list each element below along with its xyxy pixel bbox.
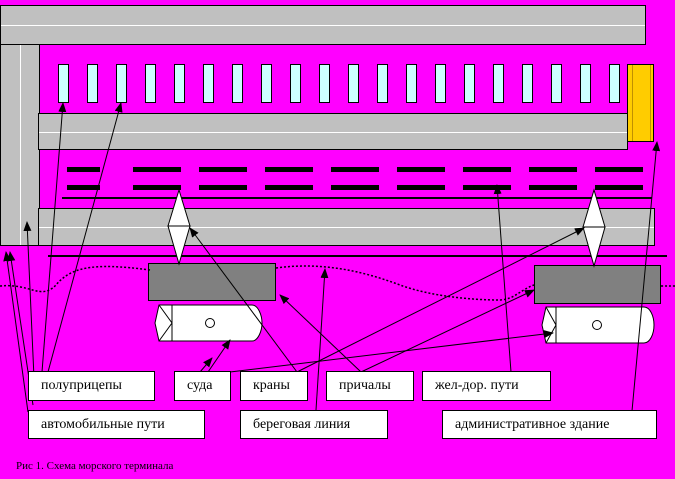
lower-road: [38, 208, 655, 246]
berth-left: [148, 263, 276, 301]
railway-segment: [265, 167, 313, 172]
arrow-berths-right: [360, 289, 535, 373]
label-shoreline: береговая линия: [240, 410, 388, 439]
semi-trailer: [319, 64, 330, 103]
label-railway-tracks-text: жел-дор. пути: [435, 378, 519, 393]
middle-road: [38, 113, 628, 150]
railway-segment: [529, 185, 577, 190]
arrow-ships-left: [207, 339, 231, 373]
railway-segment: [463, 185, 511, 190]
label-road-tracks-text: автомобильные пути: [41, 416, 165, 432]
figure-caption: Рис 1. Схема морского терминала: [16, 460, 174, 472]
semi-trailer: [174, 64, 185, 103]
label-berths-text: причалы: [339, 378, 391, 393]
ship-right: [541, 306, 655, 344]
label-semi-trailers-text: полуприцепы: [41, 378, 122, 393]
semi-trailer: [609, 64, 620, 103]
semi-trailer: [377, 64, 388, 103]
railway-segment: [331, 185, 379, 190]
label-shoreline-text: береговая линия: [253, 416, 351, 432]
label-cranes: краны: [240, 371, 308, 401]
railway-segment: [133, 167, 181, 172]
railway-segment: [595, 185, 643, 190]
railway-segment: [529, 167, 577, 172]
shoreline: [0, 265, 675, 301]
semi-trailer: [203, 64, 214, 103]
semi-trailer: [145, 64, 156, 103]
semi-trailer: [493, 64, 504, 103]
admin-building: [627, 64, 654, 142]
arrow-semi-trailers-2: [47, 102, 123, 373]
railway-segment: [331, 167, 379, 172]
railway-segment: [199, 185, 247, 190]
semi-trailer: [232, 64, 243, 103]
railway-segment: [133, 185, 181, 190]
railway-segment: [67, 185, 100, 190]
semi-trailer: [464, 64, 475, 103]
arrow-road-3: [23, 221, 36, 401]
crane-left: [167, 188, 191, 266]
semi-trailer: [261, 64, 272, 103]
label-cranes-text: краны: [253, 378, 290, 393]
arrow-admin-building: [631, 141, 661, 412]
label-admin-building-text: административное здание: [455, 416, 610, 432]
label-admin-building: административное здание: [442, 410, 657, 439]
label-semi-trailers: полуприцепы: [28, 371, 155, 401]
arrow-semi-trailers-1: [41, 102, 67, 373]
arrow-cranes-left: [189, 227, 298, 373]
arrow-ships-right: [229, 330, 554, 373]
arrow-railway: [493, 184, 512, 373]
berth-right: [534, 265, 661, 304]
left-road: [0, 44, 40, 246]
railway-segment: [463, 167, 511, 172]
railway-segment: [397, 185, 445, 190]
label-road-tracks: автомобильные пути: [28, 410, 205, 439]
semi-trailer: [406, 64, 417, 103]
semi-trailer: [290, 64, 301, 103]
semi-trailer: [435, 64, 446, 103]
railway-segment: [397, 167, 445, 172]
arrow-cranes-right: [296, 227, 585, 373]
railway-segment: [265, 185, 313, 190]
railway-segment: [67, 167, 100, 172]
railway-segment: [199, 167, 247, 172]
arrow-road-1: [3, 251, 29, 413]
semi-trailer: [551, 64, 562, 103]
arrow-ships-left-2: [199, 357, 213, 373]
label-ships-text: суда: [187, 378, 213, 393]
label-railway-tracks: жел-дор. пути: [422, 371, 551, 401]
semi-trailer: [87, 64, 98, 103]
semi-trailer: [348, 64, 359, 103]
top-road: [0, 5, 646, 45]
semi-trailer: [580, 64, 591, 103]
label-berths: причалы: [326, 371, 414, 401]
crane-right: [582, 188, 606, 268]
railway-segment: [595, 167, 643, 172]
label-ships: суда: [174, 371, 231, 401]
arrow-shoreline: [315, 268, 329, 411]
ship-left: [154, 304, 263, 342]
semi-trailer: [522, 64, 533, 103]
